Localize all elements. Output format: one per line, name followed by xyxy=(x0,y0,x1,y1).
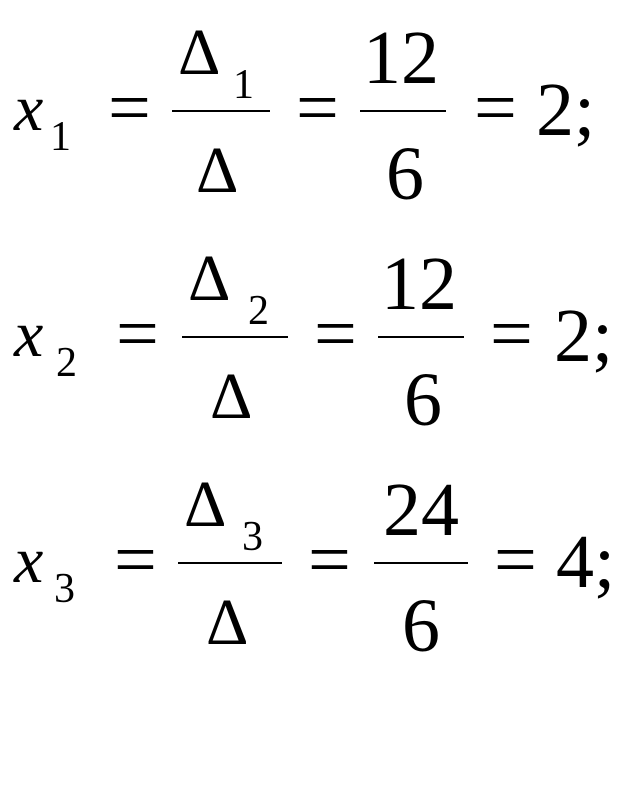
equation-2: x 2 = Δ 2 Δ = 12 6 = 2; xyxy=(0,226,632,439)
variable-x: x xyxy=(14,298,44,371)
equals-sign: = xyxy=(308,518,351,602)
fraction-bar xyxy=(378,336,464,338)
equals-sign: = xyxy=(108,66,151,150)
fraction-bar xyxy=(360,110,446,112)
fraction-bar xyxy=(172,110,270,112)
variable-index: 3 xyxy=(54,566,75,612)
fraction-bar xyxy=(178,562,282,564)
denominator-delta: Δ xyxy=(196,134,239,207)
equals-sign: = xyxy=(494,518,537,602)
numerator-delta-index: 1 xyxy=(233,62,254,108)
result-value: 4; xyxy=(556,520,616,604)
variable-x: x xyxy=(14,524,44,597)
equals-sign: = xyxy=(490,292,533,376)
equals-sign: = xyxy=(314,292,357,376)
equals-sign: = xyxy=(296,66,339,150)
fraction-denominator: 6 xyxy=(402,584,440,668)
denominator-delta: Δ xyxy=(210,360,253,433)
result-value: 2; xyxy=(536,68,596,152)
result-value: 2; xyxy=(554,294,614,378)
fraction-denominator: 6 xyxy=(386,132,424,216)
numerator-delta-index: 3 xyxy=(242,514,263,560)
fraction-bar xyxy=(374,562,468,564)
numerator-delta: Δ xyxy=(184,468,227,541)
equation-3: x 3 = Δ 3 Δ = 24 6 = 4; xyxy=(0,452,632,665)
variable-x: x xyxy=(14,72,44,145)
variable-index: 1 xyxy=(50,114,71,160)
fraction-numerator: 12 xyxy=(381,242,457,326)
fraction-denominator: 6 xyxy=(404,358,442,442)
variable-index: 2 xyxy=(56,340,77,386)
numerator-delta-index: 2 xyxy=(248,288,269,334)
fraction-bar xyxy=(182,336,288,338)
numerator-delta: Δ xyxy=(178,16,221,89)
equals-sign: = xyxy=(474,66,517,150)
equals-sign: = xyxy=(114,518,157,602)
equals-sign: = xyxy=(116,292,159,376)
denominator-delta: Δ xyxy=(206,586,249,659)
numerator-delta: Δ xyxy=(188,242,231,315)
fraction-numerator: 24 xyxy=(383,468,459,552)
equation-1: x 1 = Δ 1 Δ = 12 6 = 2; xyxy=(0,0,632,213)
fraction-numerator: 12 xyxy=(363,16,439,100)
